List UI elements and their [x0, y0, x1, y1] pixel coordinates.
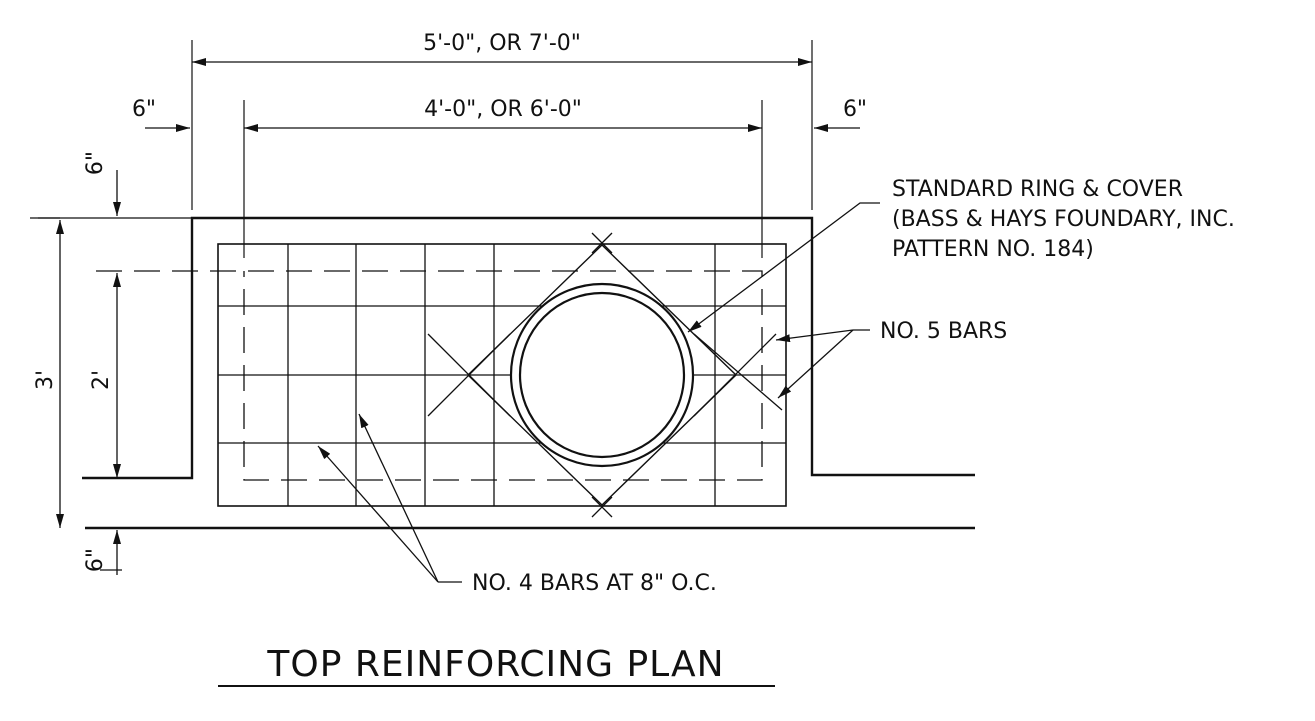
- ring-cover-line-2: (BASS & HAYS FOUNDARY, INC.: [892, 207, 1235, 232]
- callout-no4-bars: NO. 4 BARS AT 8" O.C.: [317, 413, 717, 596]
- ring-cover-line-1: STANDARD RING & COVER: [892, 177, 1183, 202]
- no4-bars-label: NO. 4 BARS AT 8" O.C.: [472, 571, 717, 596]
- dim-overall-height: 3': [33, 220, 64, 528]
- box-outline: [38, 216, 975, 530]
- wall-right-label: 6": [843, 97, 867, 122]
- extension-lines: [30, 40, 813, 258]
- drawing-title: TOP REINFORCING PLAN: [218, 644, 775, 687]
- ring-and-cover: [509, 282, 695, 468]
- dim-bottom-slab: 6": [83, 530, 122, 575]
- bottom-slab-label: 6": [83, 548, 108, 572]
- inner-width-label: 4'-0", OR 6'-0": [424, 97, 582, 122]
- ring-cover-line-3: PATTERN NO. 184): [892, 237, 1094, 262]
- overall-height-label: 3': [33, 370, 58, 390]
- dim-outer-width: 5'-0", OR 7'-0": [192, 31, 812, 66]
- wall-left-label: 6": [132, 97, 156, 122]
- dim-inner-width: 4'-0", OR 6'-0": [244, 97, 762, 132]
- no5-bars-label: NO. 5 BARS: [880, 319, 1007, 344]
- top-slab-label: 6": [83, 151, 108, 175]
- dim-wall-left: 6": [132, 97, 190, 132]
- plan-title: TOP REINFORCING PLAN: [266, 644, 724, 685]
- inner-height-label: 2': [89, 370, 114, 390]
- callout-no5-bars: NO. 5 BARS: [775, 319, 1007, 399]
- dim-top-slab: 6": [83, 151, 121, 216]
- dim-wall-right: 6": [814, 97, 867, 132]
- callout-ring-cover: STANDARD RING & COVER (BASS & HAYS FOUND…: [687, 177, 1235, 333]
- dim-inner-height: 2': [89, 273, 121, 478]
- outer-width-label: 5'-0", OR 7'-0": [423, 31, 581, 56]
